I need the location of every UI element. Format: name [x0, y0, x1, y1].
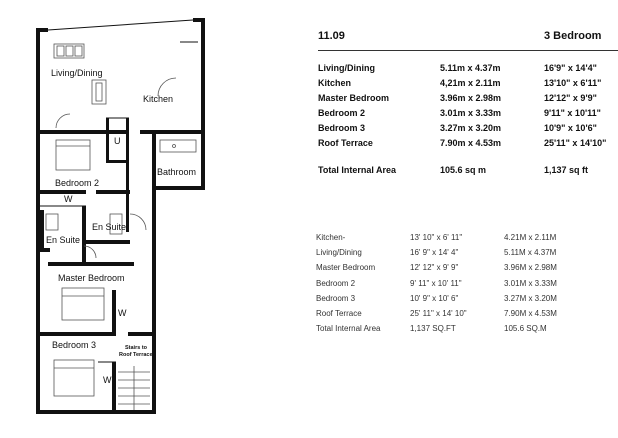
- wall-bathroom-bottom: [152, 186, 205, 190]
- label-en-suite-left: En Suite: [46, 235, 80, 245]
- label-bedroom-3: Bedroom 3: [52, 340, 96, 350]
- label-living-dining: Living/Dining: [51, 68, 103, 78]
- detail-row: Kitchen-13' 10" x 6' 11"4.21M x 2.11M: [316, 233, 557, 242]
- label-wardrobe-3: W: [103, 375, 112, 385]
- bed-bedroom-2: [55, 139, 91, 171]
- window-top: [47, 19, 194, 31]
- wall-master-bottom: [36, 332, 116, 336]
- summary-header: 11.09 3 Bedroom: [318, 30, 618, 51]
- label-bedroom-2: Bedroom 2: [55, 178, 99, 188]
- unit-number: 11.09: [318, 30, 345, 42]
- bed-bedroom-3: [53, 359, 95, 397]
- bed-master: [61, 287, 105, 321]
- wall-bathroom-left: [152, 134, 156, 190]
- label-wardrobe-2: W: [118, 308, 127, 318]
- wall-outer-bottom: [36, 410, 156, 414]
- label-utility: U: [114, 136, 121, 146]
- wall-master-top: [48, 262, 134, 266]
- dining-table: [91, 79, 107, 105]
- wall-top-right: [193, 18, 205, 22]
- label-wardrobe-1: W: [64, 194, 73, 204]
- unit-type: 3 Bedroom: [544, 30, 602, 42]
- wall-outer-left: [36, 28, 40, 414]
- sofa: [53, 43, 85, 59]
- stairs: [118, 366, 150, 410]
- wall-top-left: [36, 28, 48, 32]
- label-kitchen: Kitchen: [143, 94, 173, 104]
- bathtub: [159, 139, 197, 153]
- label-master-bedroom: Master Bedroom: [58, 273, 125, 283]
- wall-outer-right-upper: [201, 18, 205, 188]
- wall-outer-right-lower: [152, 188, 156, 410]
- label-stairs-1: Stairs to: [125, 345, 148, 351]
- label-stairs-2: Roof Terrace: [119, 352, 153, 358]
- detail-table: Kitchen-13' 10" x 6' 11"4.21M x 2.11M Li…: [316, 233, 584, 339]
- floor-plan: Living/Dining Kitchen U Bathroom Bedroom…: [36, 18, 205, 414]
- label-bathroom: Bathroom: [157, 167, 196, 177]
- wall-living-bottom: [36, 130, 126, 134]
- wall-bedroom2-bottom: [36, 190, 86, 194]
- label-en-suite-right: En Suite: [92, 222, 126, 232]
